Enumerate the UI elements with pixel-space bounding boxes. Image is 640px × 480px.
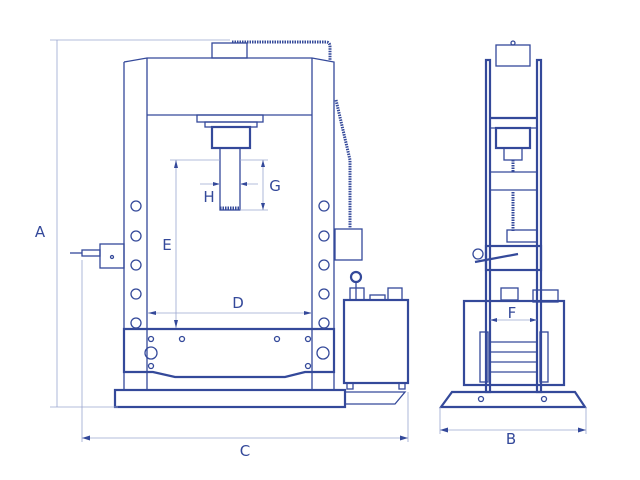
- top-cylinder-housing: [211, 40, 332, 60]
- dimension-label-h: H: [203, 188, 214, 206]
- pressure-gauge-icon: [349, 270, 363, 284]
- dimension-label-g: G: [269, 177, 281, 195]
- base-plate: [113, 388, 407, 409]
- ram-cylinder: [196, 114, 264, 211]
- dimension-lines-side: [439, 318, 587, 434]
- dimension-lines-front: [50, 39, 409, 442]
- column-holes: [130, 200, 330, 329]
- dimension-label-a: A: [35, 223, 46, 241]
- hydraulic-pump-unit: [342, 270, 410, 390]
- dimension-label-d: D: [232, 294, 244, 312]
- front-view: A C D E G H: [35, 39, 410, 460]
- side-bed: [484, 244, 543, 272]
- press-frame: [123, 57, 335, 390]
- side-view: B F: [438, 40, 588, 448]
- side-pump-tank: [462, 299, 566, 387]
- press-bed: [122, 327, 336, 379]
- dimension-label-c: C: [240, 442, 250, 460]
- side-hose-and-valve: [334, 99, 363, 261]
- control-handle: [70, 243, 125, 269]
- dimension-label-f: F: [508, 304, 517, 322]
- dimension-label-b: B: [506, 430, 516, 448]
- side-base: [438, 390, 588, 409]
- side-handle: [474, 252, 519, 264]
- dimension-label-e: E: [162, 236, 171, 254]
